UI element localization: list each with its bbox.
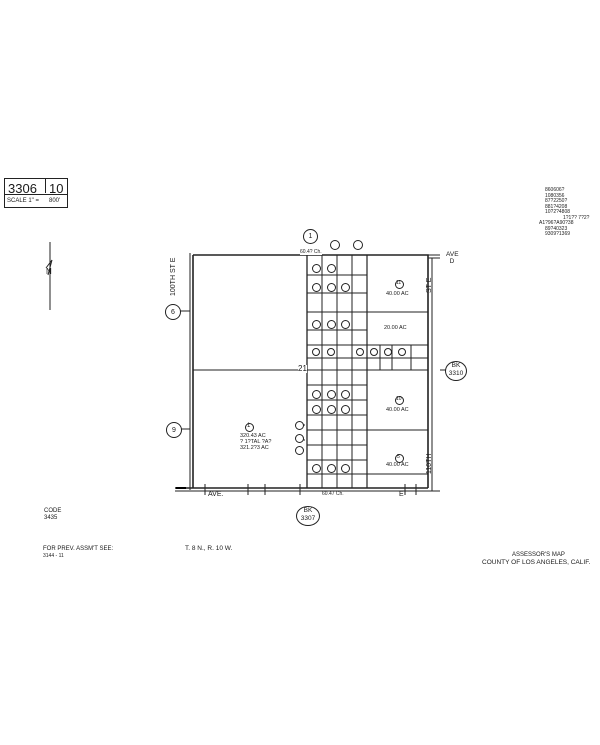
parcel-circle [341,405,350,414]
scale-value: 800' [49,198,61,204]
parcel-circle [398,348,406,356]
parcel-circle [327,348,335,356]
parcel-mid-id: 10 [396,396,402,402]
parcel-circle [330,240,340,250]
bk-number: 3310 [448,370,464,377]
revision-entry: 1?1?? 7?2? [563,214,590,221]
revision-entry: 89?40323 [545,225,568,232]
revision-entry: 860606? [545,187,565,193]
parcel-circle [295,446,304,455]
parcel-circle [327,405,336,414]
parcel-big-acreage: 320.43 AC [240,433,266,439]
parcel-circle [341,390,350,399]
section-number-left-upper: 6 [165,304,181,320]
bk-reference-bottom: BK 3307 [296,506,320,526]
parcel-big-id: 1 [247,423,251,429]
avenue-top-label: AVE D [446,251,459,265]
book-number: 3306 [8,181,37,196]
parcel-circle [312,348,320,356]
header-divider [45,179,46,193]
page-number: 10 [49,181,64,196]
parcel-circle [395,454,404,463]
prev-assessment-ref: 3144 - 11 [43,553,64,559]
bk-label: BK [303,507,313,514]
parcel-circle [327,283,336,292]
parcel-e-mid-acreage: 20.00 AC [384,325,407,331]
parcel-circle [295,434,304,443]
avenue-bottom-right-label: E [399,491,404,498]
section-center-number: 21 [298,364,307,373]
county-title: COUNTY OF LOS ANGELES, CALIF. [482,559,591,566]
revision-entry: 9309?1369 [545,231,571,237]
dimension-top: 60.4? Ch. [300,249,322,255]
section-number-left-lower: 9 [166,422,182,438]
parcel-circle [353,240,363,250]
parcel-circle [312,390,321,399]
north-arrow-head [45,259,53,276]
bk-reference-right: BK 3310 [445,361,467,381]
parcel-mid-acreage: 40.00 AC [386,407,409,413]
revision-entry: 1080356 [545,192,565,199]
parcel-circle [384,348,392,356]
code-label: CODE [44,508,62,514]
prev-assessment-label: FOR PREV. ASSM'T SEE: [43,546,114,552]
parcel-circle [327,320,336,329]
section-number-top: 1 [303,229,318,244]
parcel-circle [327,390,336,399]
code-value: 3435 [44,515,58,521]
parcel-circle [356,348,364,356]
assessor-map-title: ASSESSOR'S MAP [512,552,565,558]
street-east-lower-label: 110TH [426,453,433,475]
map-index-box: 3306 10 SCALE 1" = 800' [4,178,68,208]
street-east-label: ST E [426,277,433,293]
scale-label: SCALE 1" = [7,198,39,204]
parcel-circle [312,320,321,329]
north-label: N [46,267,52,276]
parcel-circle [370,348,378,356]
parcel-circle [341,320,350,329]
parcel-ne-acreage: 40.00 AC [386,291,409,297]
revision-entry: 881?4208 [545,203,568,210]
avenue-bottom-left-label: AVE. [208,491,224,498]
revision-entry: 10?2?4808 [545,209,571,215]
parcel-circle [295,421,304,430]
dimension-bottom: 60.47 Ch. [322,491,344,497]
parcel-big-acreage-line2: ? 1?TAL ?A? [240,439,272,445]
bk-label: BK [451,362,461,369]
bk-number: 3307 [300,515,316,522]
parcel-ne-id: 11 [396,280,402,286]
parcel-circle [327,464,336,473]
boundary-outer [193,254,429,488]
revision-list: 860606? 1080356 87?2250? 881?4208 10?2?4… [539,187,600,238]
revision-entry: A1?96?A90?38 [539,220,574,226]
header-hline [5,194,67,195]
parcel-circle [312,405,321,414]
parcel-circle [312,464,321,473]
parcel-circle [312,283,321,292]
revision-entry: 87?2250? [545,198,568,204]
parcel-se-acreage: 40.00 AC [386,462,409,468]
parcel-circle [341,464,350,473]
township-range: T. 8 N., R. 10 W. [185,545,233,552]
parcel-circle [312,264,321,273]
parcel-circle [245,423,254,432]
parcel-circle [327,264,336,273]
parcel-circle [341,283,350,292]
parcel-circle [395,396,404,405]
parcel-big-acreage-line3: 321.2?3 AC [240,445,269,451]
parcel-circle [395,280,404,289]
street-west-label: 100TH ST E [170,257,177,296]
parcel-se-id: 5 [397,454,400,460]
